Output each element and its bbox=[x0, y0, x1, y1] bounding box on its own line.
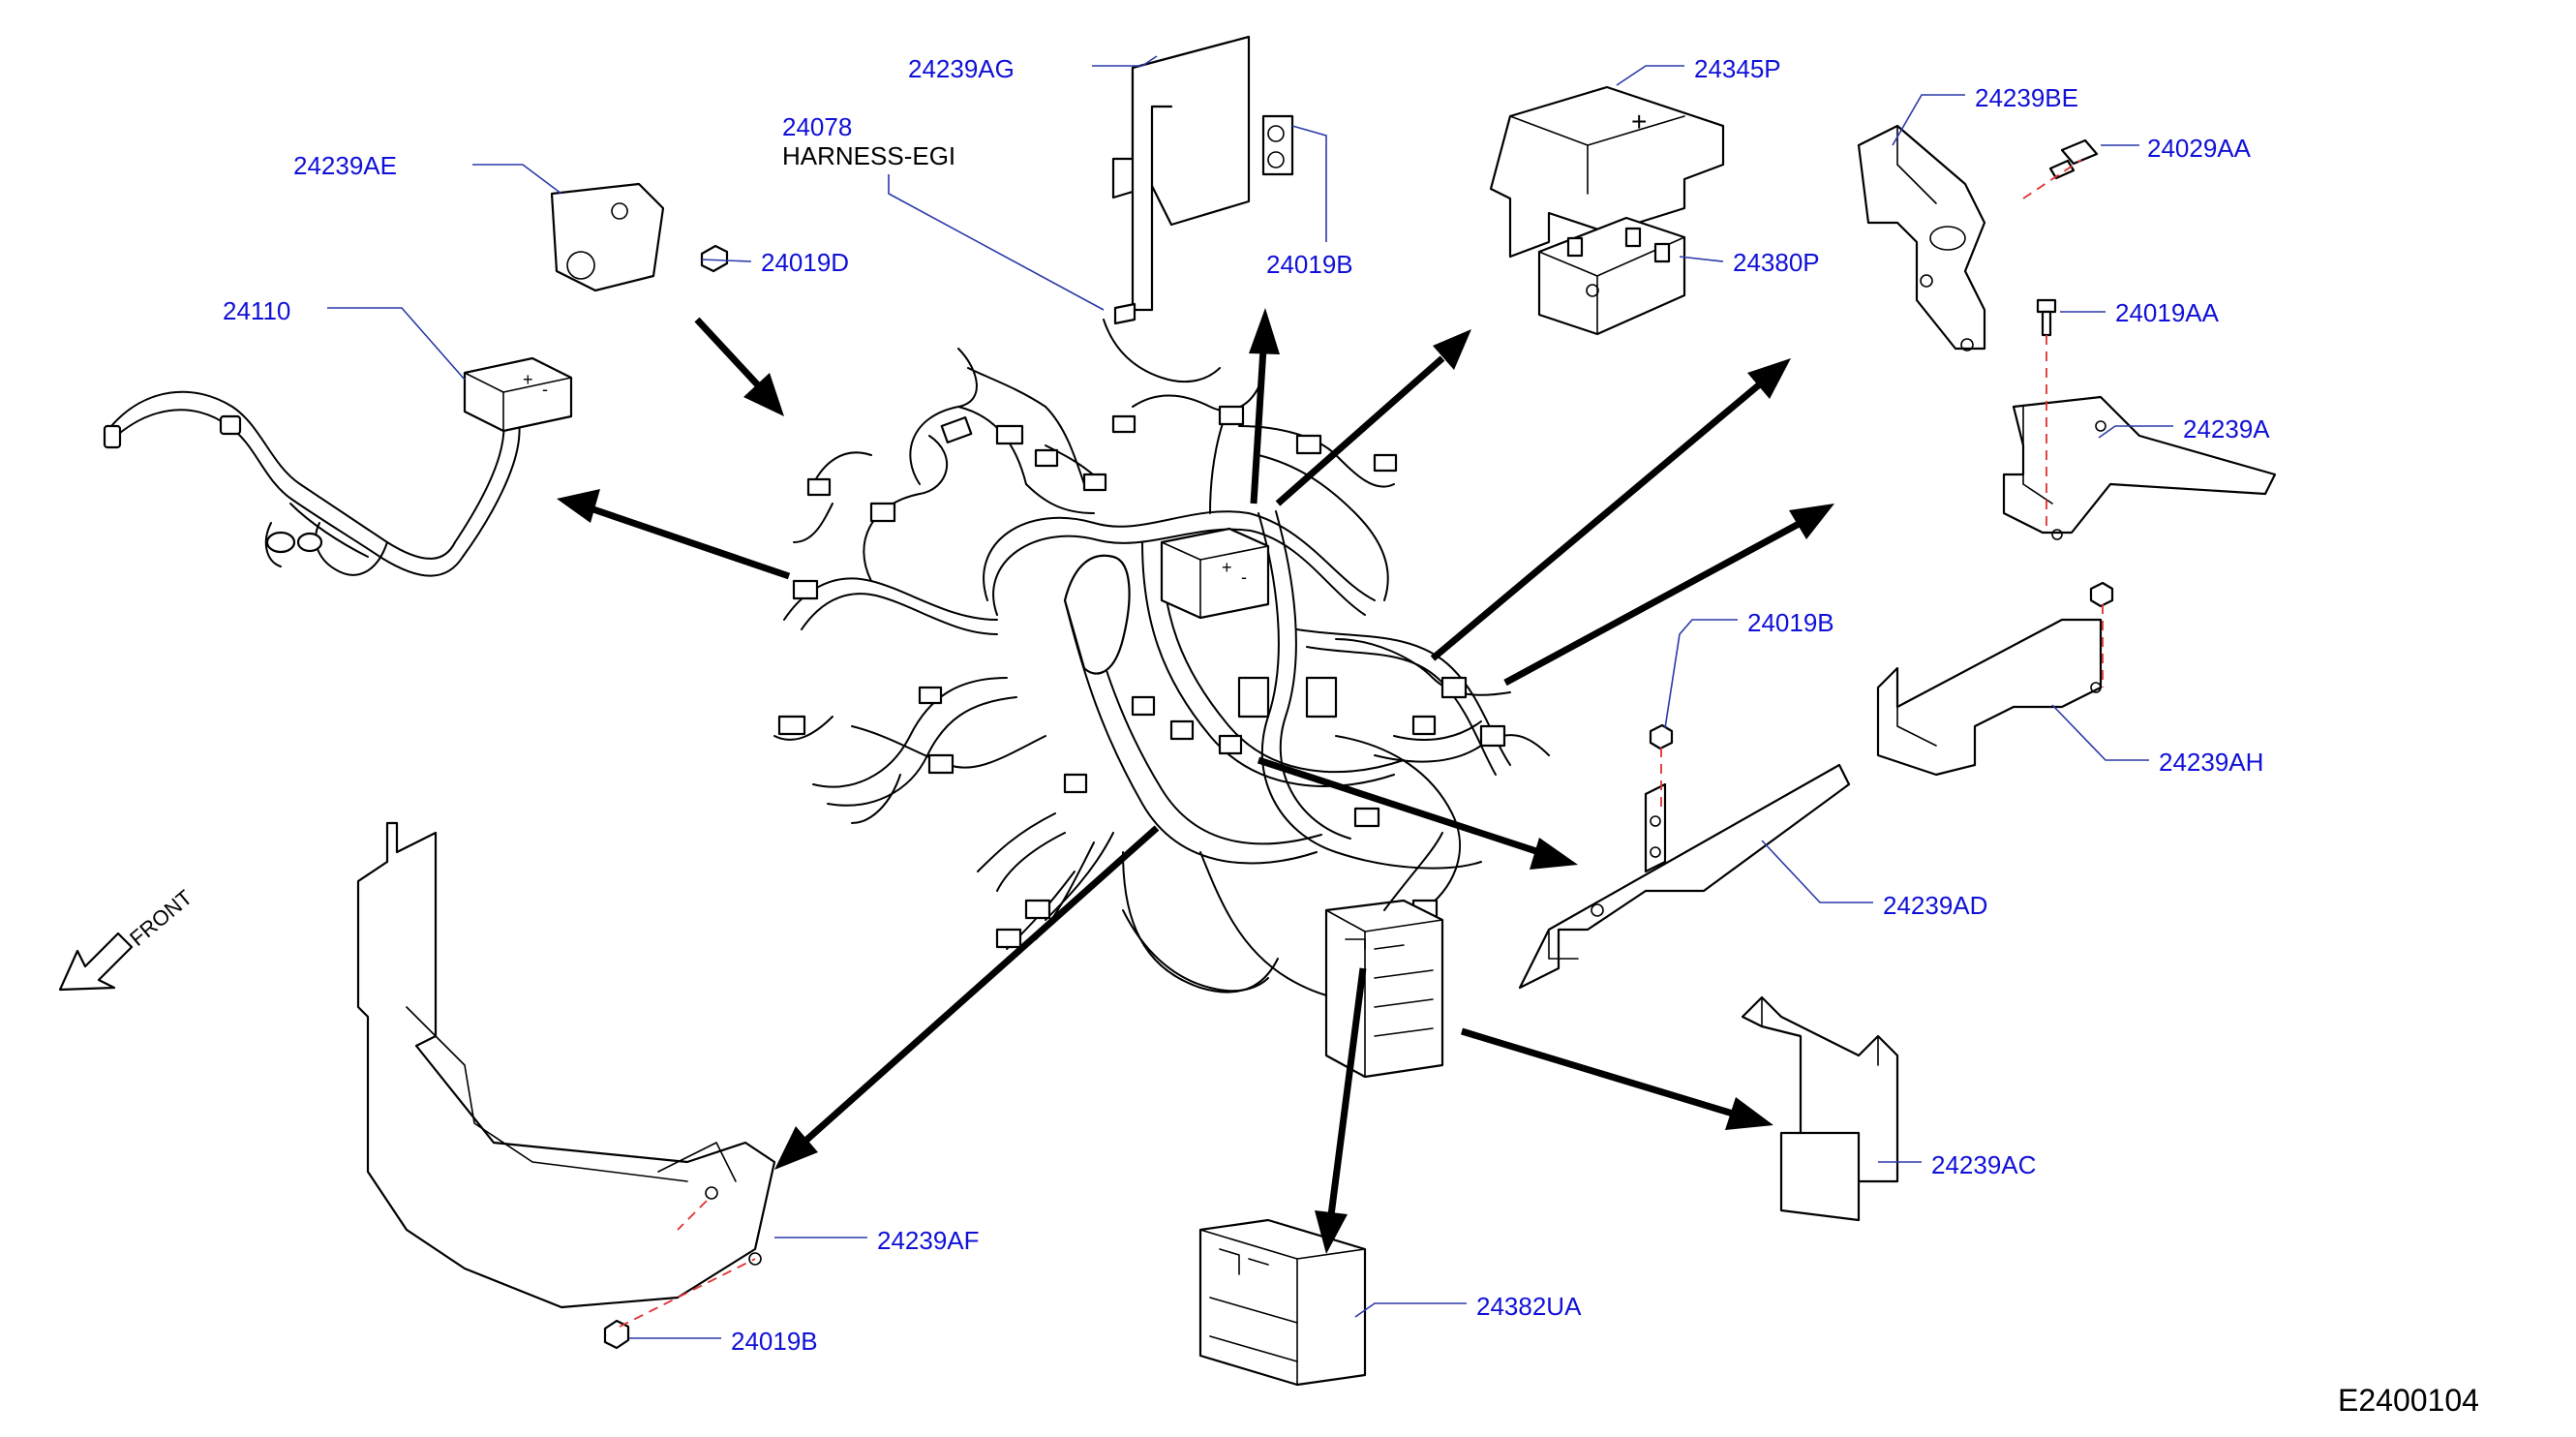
callout-24019B-bottom: 24019B bbox=[731, 1327, 818, 1356]
fusible-link-24380P-drawing bbox=[1537, 216, 1686, 336]
callout-24239BE: 24239BE bbox=[1975, 83, 2078, 112]
bracket-24239AD-drawing bbox=[1518, 723, 1851, 990]
bracket-24239AE-drawing bbox=[550, 182, 729, 292]
bolt-24029AA-drawing bbox=[2048, 138, 2099, 180]
front-direction-indicator: FRONT bbox=[58, 885, 197, 992]
bracket-24239AH-drawing bbox=[1876, 581, 2114, 777]
callout-24382UA: 24382UA bbox=[1476, 1292, 1582, 1321]
callout-24029AA: 24029AA bbox=[2147, 134, 2252, 163]
callout-24239AD: 24239AD bbox=[1883, 891, 1987, 920]
engine-harness-drawing: + - bbox=[773, 319, 1550, 1079]
front-label: FRONT bbox=[125, 885, 197, 951]
battery-cable-24110-drawing: + - bbox=[103, 356, 573, 577]
bracket-24239AG-drawing bbox=[1111, 35, 1294, 325]
callout-24078: 24078 bbox=[782, 112, 852, 141]
leader-lines bbox=[327, 55, 2173, 1339]
svg-text:-: - bbox=[1241, 567, 1247, 587]
fuse-cover-24382UA-drawing bbox=[1198, 1218, 1367, 1387]
diagram-code: E2400104 bbox=[2338, 1383, 2479, 1418]
callout-24239AE: 24239AE bbox=[293, 151, 397, 180]
bracket-24239A-drawing bbox=[2002, 395, 2277, 540]
callout-24239A: 24239A bbox=[2183, 414, 2270, 443]
callout-harness-egi: HARNESS-EGI bbox=[782, 141, 955, 170]
callout-24019AA: 24019AA bbox=[2115, 298, 2220, 327]
callout-24019B-mid: 24019B bbox=[1747, 608, 1834, 637]
bracket-24239AC-drawing bbox=[1741, 995, 1899, 1222]
callout-labels: 24239AG 24078 HARNESS-EGI 24239AE 24019D… bbox=[223, 54, 2270, 1356]
callout-24239AF: 24239AF bbox=[877, 1226, 980, 1255]
svg-text:+: + bbox=[1631, 107, 1647, 137]
callout-24239AC: 24239AC bbox=[1931, 1150, 2036, 1179]
callout-24239AH: 24239AH bbox=[2159, 748, 2263, 777]
callout-24110: 24110 bbox=[223, 296, 290, 325]
bracket-24239AF-drawing bbox=[356, 821, 776, 1350]
bracket-24239BE-drawing bbox=[1857, 124, 1986, 352]
svg-text:+: + bbox=[523, 370, 533, 389]
callout-24239AG: 24239AG bbox=[908, 54, 1015, 83]
callout-24380P: 24380P bbox=[1733, 248, 1820, 277]
svg-text:+: + bbox=[1222, 558, 1232, 577]
pointer-arrows bbox=[557, 308, 1834, 1254]
callout-24019D: 24019D bbox=[761, 248, 849, 277]
callout-24019B-top: 24019B bbox=[1266, 250, 1353, 279]
callout-24345P: 24345P bbox=[1694, 54, 1781, 83]
bolt-24019AA-drawing bbox=[2036, 298, 2057, 337]
svg-text:-: - bbox=[542, 380, 548, 399]
